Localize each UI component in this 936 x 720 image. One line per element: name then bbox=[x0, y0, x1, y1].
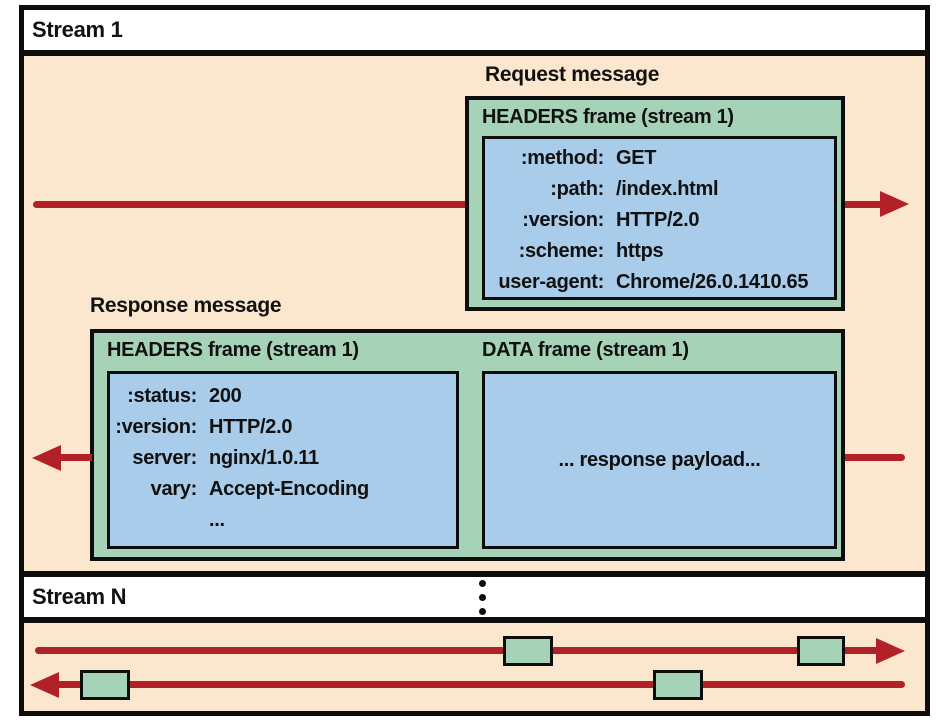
header-row: user-agent: Chrome/26.0.1410.65 bbox=[485, 267, 834, 298]
divider bbox=[24, 571, 925, 577]
streamN-label: Stream N bbox=[32, 584, 127, 609]
request-message-label: Request message bbox=[485, 63, 660, 86]
header-row: :path: /index.html bbox=[485, 174, 834, 205]
header-row: server: nginx/1.0.11 bbox=[110, 443, 456, 474]
header-key: :version: bbox=[522, 209, 604, 231]
header-row: ... bbox=[110, 505, 456, 536]
header-key: :status: bbox=[127, 385, 197, 407]
header-key: :path: bbox=[550, 178, 604, 200]
header-value: GET bbox=[616, 147, 657, 169]
request-headers-frame-title: HEADERS frame (stream 1) bbox=[482, 106, 734, 128]
stream1-panel: Request message HEADERS frame (stream 1)… bbox=[24, 56, 925, 571]
response-headers-list: :status: 200 :version: HTTP/2.0 server: … bbox=[107, 371, 459, 549]
header-value: Accept-Encoding bbox=[209, 478, 369, 500]
frame-block-icon bbox=[797, 636, 845, 666]
header-value: Chrome/26.0.1410.65 bbox=[616, 271, 809, 293]
response-message-label: Response message bbox=[90, 294, 282, 317]
vertical-ellipsis-icon bbox=[479, 577, 487, 617]
streamN-request-arrow-line-icon bbox=[35, 647, 880, 654]
header-value: https bbox=[616, 240, 664, 262]
header-row: :status: 200 bbox=[110, 381, 456, 412]
streamN-response-arrow-line-icon bbox=[56, 681, 905, 688]
response-headers-frame-title: HEADERS frame (stream 1) bbox=[107, 339, 359, 361]
response-arrow-line-icon bbox=[58, 454, 92, 461]
header-key: server: bbox=[132, 447, 197, 469]
header-key: :version: bbox=[115, 416, 197, 438]
header-value: HTTP/2.0 bbox=[616, 209, 700, 231]
header-value: 200 bbox=[209, 385, 242, 407]
request-arrow-head-icon bbox=[880, 191, 909, 217]
header-row: :scheme: https bbox=[485, 236, 834, 267]
response-payload-text: ... response payload... bbox=[558, 448, 761, 471]
header-row: vary: Accept-Encoding bbox=[110, 474, 456, 505]
ellipsis-dot bbox=[479, 608, 486, 615]
request-arrow-line-icon bbox=[844, 201, 882, 208]
response-frames: HEADERS frame (stream 1) DATA frame (str… bbox=[90, 329, 845, 561]
streamN-panel bbox=[24, 623, 925, 711]
header-value: HTTP/2.0 bbox=[209, 416, 293, 438]
header-key: :scheme: bbox=[518, 240, 605, 262]
request-arrow-line-icon bbox=[33, 201, 469, 208]
stream1-label: Stream 1 bbox=[32, 17, 123, 42]
http2-stream-figure: Stream 1 Request message HEADERS frame (… bbox=[19, 5, 930, 716]
header-row: :version: HTTP/2.0 bbox=[485, 205, 834, 236]
ellipsis-dot bbox=[479, 594, 486, 601]
divider bbox=[24, 50, 925, 56]
header-key: vary: bbox=[150, 478, 198, 500]
streamN-label-row: Stream N bbox=[24, 577, 925, 617]
frame-block-icon bbox=[653, 670, 703, 700]
header-value: nginx/1.0.11 bbox=[209, 447, 319, 469]
header-value: ... bbox=[209, 509, 225, 531]
stream1-label-row: Stream 1 bbox=[24, 10, 925, 50]
header-row: :version: HTTP/2.0 bbox=[110, 412, 456, 443]
frame-block-icon bbox=[503, 636, 553, 666]
request-headers-list: :method: GET :path: /index.html :version… bbox=[482, 136, 837, 300]
response-data-frame-title: DATA frame (stream 1) bbox=[482, 339, 689, 361]
streamN-response-arrow-head-icon bbox=[30, 672, 59, 698]
response-payload-box: ... response payload... bbox=[482, 371, 837, 549]
frame-block-icon bbox=[80, 670, 130, 700]
response-arrow-head-icon bbox=[32, 445, 61, 471]
header-value: /index.html bbox=[616, 178, 719, 200]
header-row: :method: GET bbox=[485, 143, 834, 174]
header-key: :method: bbox=[520, 147, 604, 169]
header-key: user-agent: bbox=[498, 271, 604, 293]
streamN-request-arrow-head-icon bbox=[876, 638, 905, 664]
ellipsis-dot bbox=[479, 580, 486, 587]
header-key bbox=[110, 505, 197, 536]
response-arrow-line-icon bbox=[845, 454, 905, 461]
request-headers-frame: HEADERS frame (stream 1) :method: GET :p… bbox=[465, 96, 845, 311]
divider bbox=[24, 617, 925, 623]
